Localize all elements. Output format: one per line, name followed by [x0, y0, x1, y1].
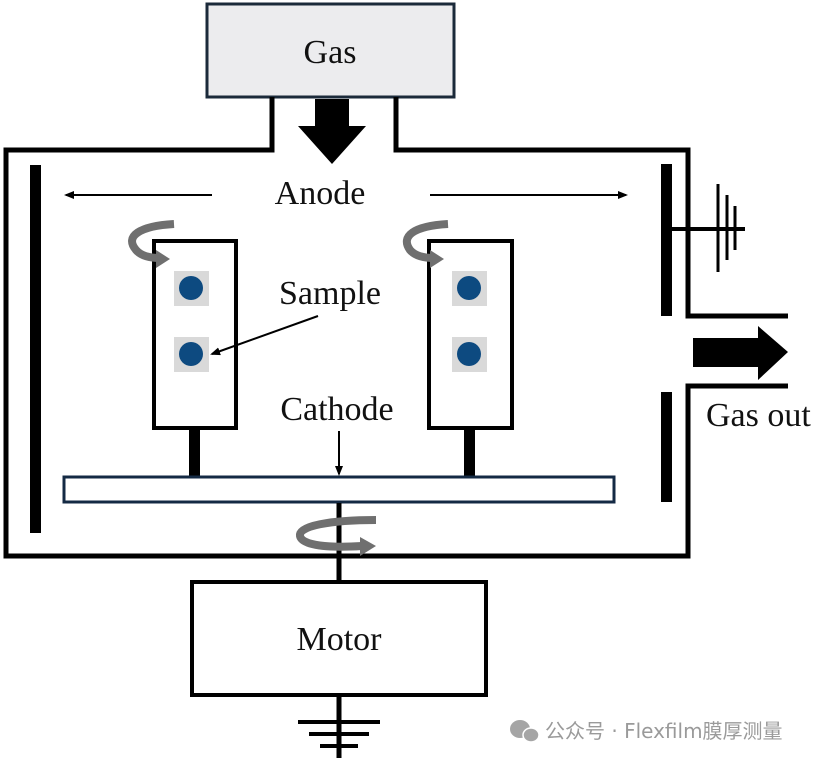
gas-out-arrow	[693, 326, 788, 380]
holder-stem	[189, 428, 200, 476]
shaft-rotation-arrow-icon	[296, 516, 377, 551]
sample-label: Sample	[279, 275, 381, 312]
rotation-arrow-icon	[128, 220, 175, 262]
rotation-arrow-icon	[402, 220, 449, 262]
ground-icon-right	[672, 184, 745, 272]
ground-icon-bottom	[298, 695, 380, 758]
cathode-label: Cathode	[280, 391, 393, 428]
motor-label: Motor	[297, 621, 383, 658]
sample-pointer-arrow	[210, 315, 319, 356]
rotation-arrowhead	[430, 250, 444, 268]
anode-bar-left	[30, 165, 41, 533]
sample-dot	[457, 342, 481, 366]
sample-holder-left	[152, 239, 238, 476]
gas-in-arrow	[298, 99, 366, 164]
cathode-plate	[62, 475, 616, 504]
gas-supply-box: Gas	[205, 2, 456, 99]
sample-holder-right	[427, 239, 514, 476]
motor-box: Motor	[190, 580, 488, 697]
wechat-icon	[510, 720, 540, 743]
rotation-arrowhead	[156, 250, 170, 268]
rotation-arrowhead	[360, 537, 376, 556]
gas-label: Gas	[304, 34, 357, 71]
sample-dot	[457, 276, 481, 300]
chamber-wall	[3, 97, 788, 559]
anode-label: Anode	[275, 175, 366, 212]
gas-out-label: Gas out	[706, 397, 811, 434]
sample-dot	[179, 276, 203, 300]
watermark-text: 公众号 · Flexfilm膜厚测量	[545, 719, 783, 743]
anode-bar-right-upper	[661, 164, 672, 316]
sample-dot	[179, 342, 203, 366]
anode-bar-right-lower	[661, 392, 672, 502]
holder-stem	[464, 428, 475, 476]
